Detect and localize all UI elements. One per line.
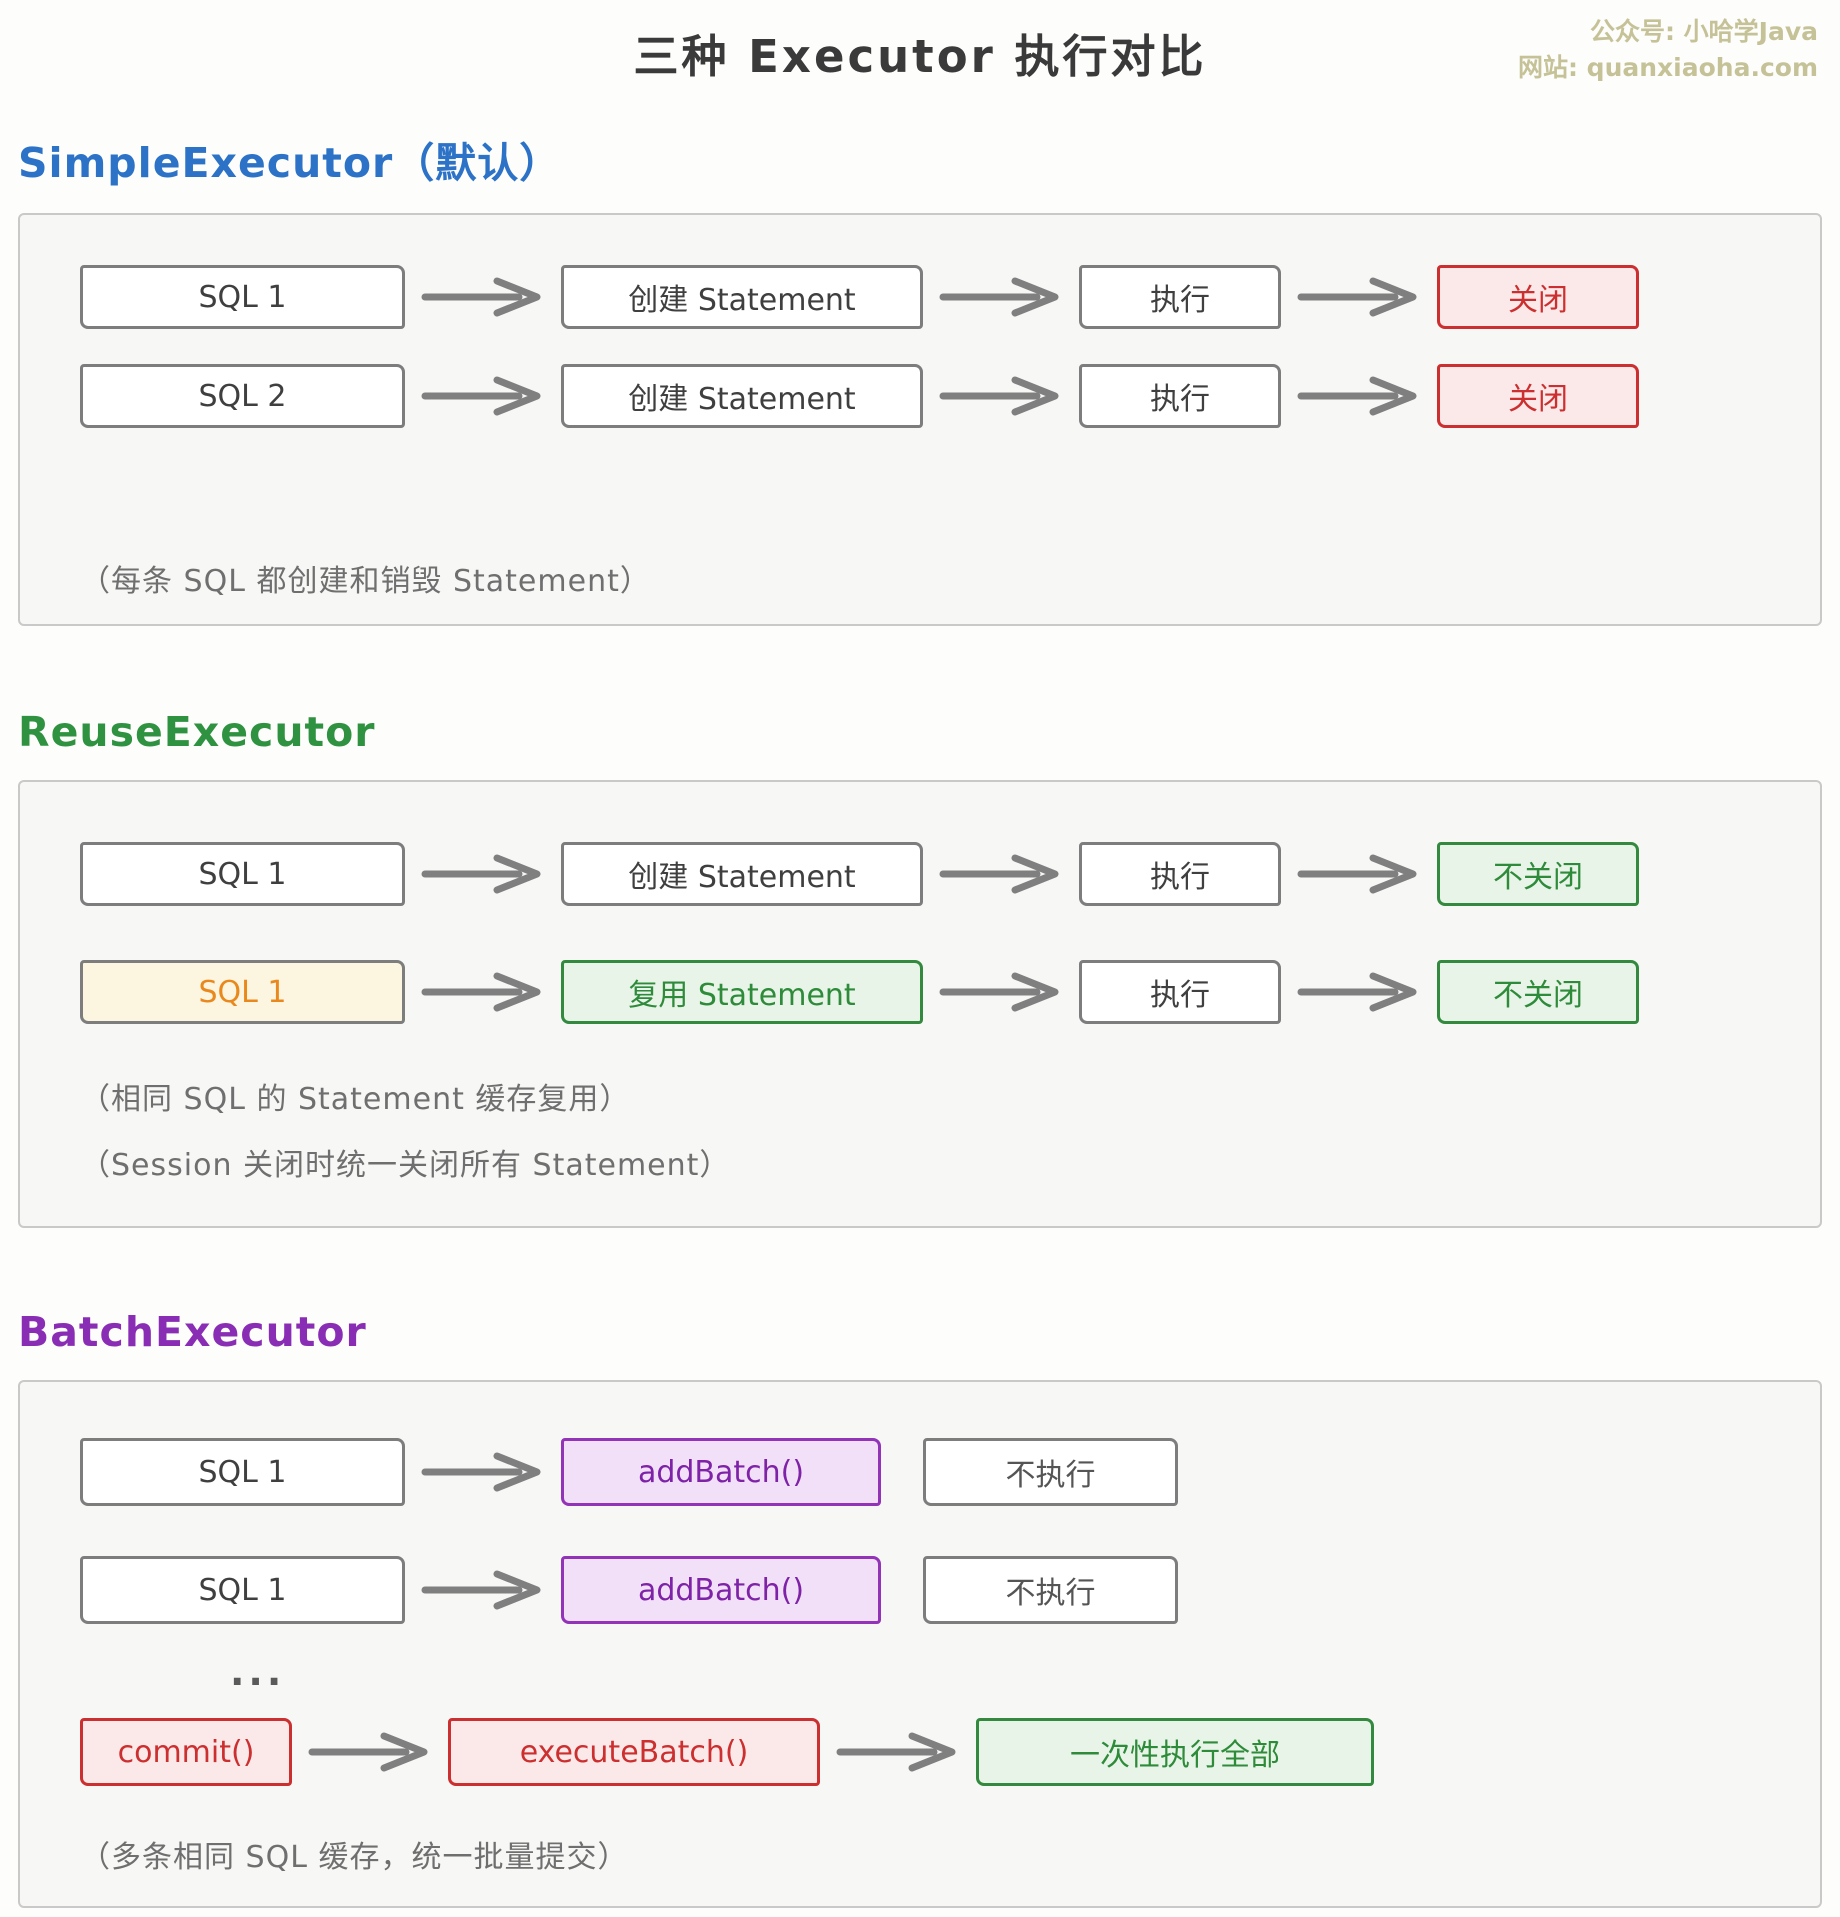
arrow-right-icon [1297, 376, 1417, 416]
flow-row-sql1-repeat: SQL 1 复用 Statement 执行 不关闭 [80, 960, 1800, 1024]
execute-box: 执行 [1079, 265, 1281, 329]
simpleexecutor-panel: SQL 1 创建 Statement 执行 关闭 SQL 2 创建 Statem… [18, 213, 1822, 626]
sql-box: SQL 1 [80, 1438, 405, 1506]
watermark-site: 网站: quanxiaoha.com [1517, 53, 1818, 83]
no-execute-box: 不执行 [923, 1438, 1178, 1506]
arrow-right-icon [939, 376, 1059, 416]
flow-row-sql1-first: SQL 1 创建 Statement 执行 不关闭 [80, 842, 1800, 906]
flow-row-batch-sql2: SQL 1 addBatch() 不执行 [80, 1556, 1800, 1624]
execute-box: 执行 [1079, 842, 1281, 906]
arrow-right-icon [421, 972, 541, 1012]
flow-row-batch-sql1: SQL 1 addBatch() 不执行 [80, 1438, 1800, 1506]
no-execute-box: 不执行 [923, 1556, 1178, 1624]
run-all-box: 一次性执行全部 [976, 1718, 1374, 1786]
sql-box: SQL 1 [80, 1556, 405, 1624]
arrow-right-icon [836, 1732, 956, 1772]
create-statement-box: 创建 Statement [561, 364, 923, 428]
reuseexecutor-panel: SQL 1 创建 Statement 执行 不关闭 SQL 1 复用 State… [18, 780, 1822, 1228]
arrow-right-icon [421, 277, 541, 317]
arrow-right-icon [939, 854, 1059, 894]
arrow-right-icon [939, 972, 1059, 1012]
create-statement-box: 创建 Statement [561, 265, 923, 329]
arrow-right-icon [421, 1570, 541, 1610]
commit-box: commit() [80, 1718, 292, 1786]
sql-box: SQL 1 [80, 265, 405, 329]
batchexecutor-panel: SQL 1 addBatch() 不执行 SQL 1 addBatch() 不执… [18, 1380, 1822, 1908]
watermark-account: 公众号: 小哈学Java [1589, 17, 1818, 46]
arrow-right-icon [421, 854, 541, 894]
no-close-box: 不关闭 [1437, 842, 1639, 906]
add-batch-box: addBatch() [561, 1556, 881, 1624]
sql-box: SQL 1 [80, 842, 405, 906]
ellipsis: ... [230, 1650, 286, 1694]
flow-row-sql1: SQL 1 创建 Statement 执行 关闭 [80, 265, 1800, 329]
reuse-statement-box: 复用 Statement [561, 960, 923, 1024]
section-note: （多条相同 SQL 缓存，统一批量提交） [80, 1840, 629, 1875]
execute-batch-box: executeBatch() [448, 1718, 820, 1786]
no-close-box: 不关闭 [1437, 960, 1639, 1024]
execute-box: 执行 [1079, 960, 1281, 1024]
flow-row-sql2: SQL 2 创建 Statement 执行 关闭 [80, 364, 1800, 428]
section-heading-batchexecutor: BatchExecutor [18, 1308, 367, 1356]
create-statement-box: 创建 Statement [561, 842, 923, 906]
section-note: （相同 SQL 的 Statement 缓存复用） [80, 1082, 631, 1117]
watermark: 公众号: 小哈学Java 网站: quanxiaoha.com [1518, 14, 1818, 87]
add-batch-box: addBatch() [561, 1438, 881, 1506]
page-title: 三种 Executor 执行对比 [633, 30, 1207, 83]
arrow-right-icon [421, 1452, 541, 1492]
arrow-right-icon [1297, 277, 1417, 317]
flow-row-commit: commit() executeBatch() 一次性执行全部 [80, 1718, 1800, 1786]
close-box: 关闭 [1437, 364, 1639, 428]
sql-box: SQL 2 [80, 364, 405, 428]
arrow-right-icon [308, 1732, 428, 1772]
execute-box: 执行 [1079, 364, 1281, 428]
arrow-right-icon [1297, 972, 1417, 1012]
batch-rows: SQL 1 addBatch() 不执行 SQL 1 addBatch() 不执… [80, 1438, 1800, 1624]
sql-cached-box: SQL 1 [80, 960, 405, 1024]
close-box: 关闭 [1437, 265, 1639, 329]
arrow-right-icon [421, 376, 541, 416]
section-heading-simpleexecutor: SimpleExecutor（默认） [18, 139, 562, 187]
arrow-right-icon [939, 277, 1059, 317]
arrow-right-icon [1297, 854, 1417, 894]
section-note: （每条 SQL 都创建和销毁 Statement） [80, 564, 651, 599]
section-heading-reuseexecutor: ReuseExecutor [18, 708, 376, 756]
section-note: （Session 关闭时统一关闭所有 Statement） [80, 1148, 731, 1183]
